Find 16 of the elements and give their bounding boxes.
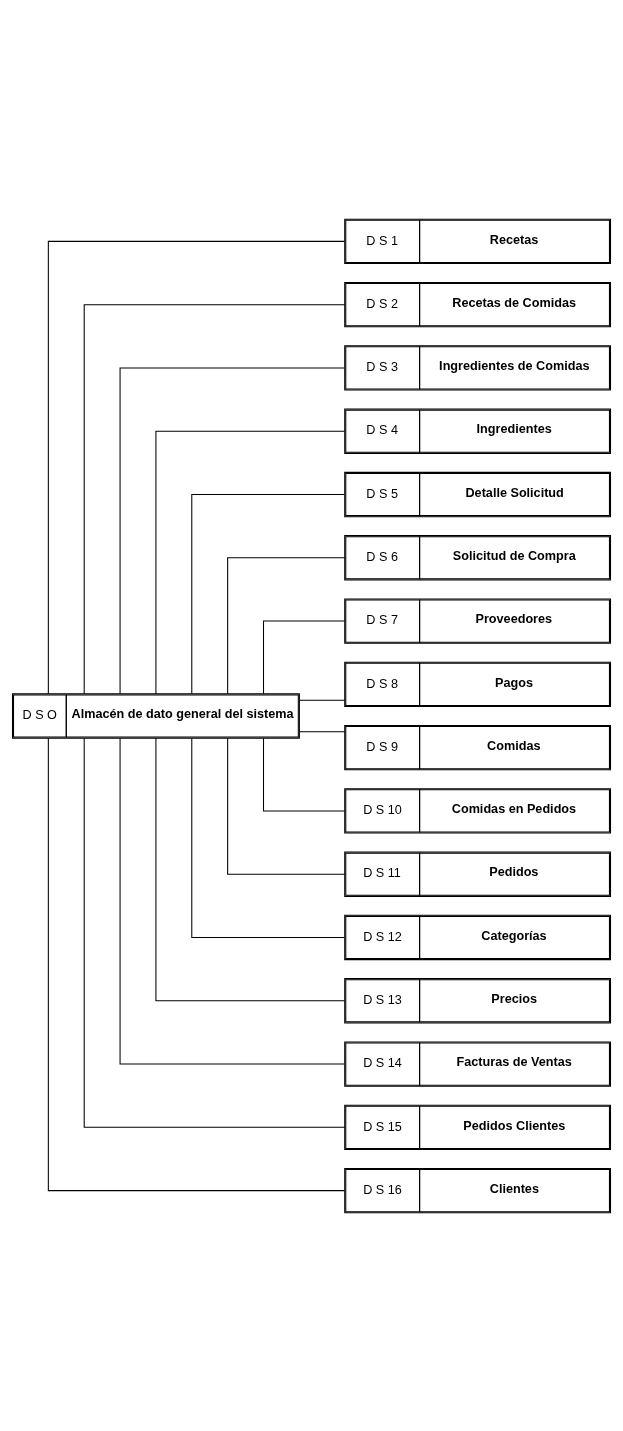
connector (83, 303, 346, 694)
connector (155, 430, 345, 694)
connector (299, 699, 346, 701)
connector (263, 620, 345, 694)
connector (119, 366, 345, 694)
connector (227, 556, 346, 694)
connector (83, 737, 346, 1128)
connector (191, 493, 345, 694)
connector (155, 737, 345, 1001)
connector (47, 737, 345, 1191)
connector (227, 737, 346, 875)
connector (191, 737, 345, 938)
connector (263, 737, 345, 811)
connector (47, 240, 345, 694)
connector (299, 730, 346, 732)
connector (119, 737, 345, 1065)
